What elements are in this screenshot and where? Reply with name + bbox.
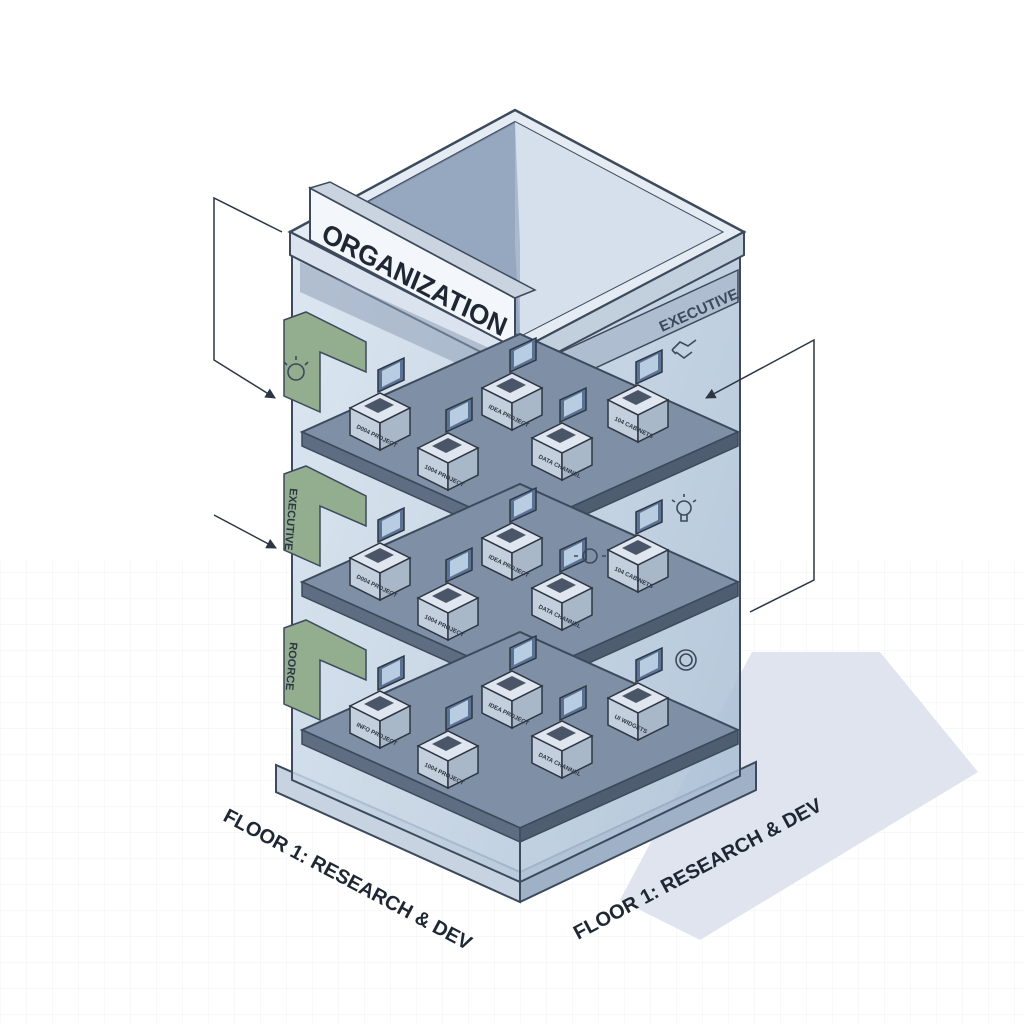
keyboard-icon	[496, 378, 526, 393]
handshake-icon	[671, 339, 697, 359]
right-icons	[283, 339, 697, 671]
workstation-desk: 104 CABINETS	[606, 348, 670, 444]
organization-sign: ORGANIZATION	[308, 181, 537, 350]
side-tabs: EXECUTIVE ROORCE	[282, 311, 367, 722]
workstation-desk: D004 PROJECT	[348, 356, 412, 452]
keyboard-icon	[622, 390, 652, 405]
keyboard-icon	[432, 736, 462, 751]
workstation-desk: 104 CABINETS	[606, 498, 670, 594]
lightbulb-icon	[671, 494, 697, 522]
keyboard-icon	[364, 696, 394, 711]
keyboard-icon	[496, 676, 526, 691]
callout-arrow-right	[705, 338, 815, 613]
side-tab: EXECUTIVE	[282, 465, 367, 568]
workstation-desk: IDEA PROJECT	[480, 336, 544, 432]
target-icon	[574, 548, 606, 564]
callout-arrow-top-left	[213, 196, 283, 399]
badge-icon	[283, 356, 309, 381]
keyboard-icon	[432, 438, 462, 453]
callout-arrow-mid-left	[213, 514, 277, 549]
side-tab-label: EXECUTIVE	[282, 488, 299, 551]
keyboard-icon	[432, 588, 462, 603]
side-tab: ROORCE	[283, 619, 367, 722]
side-tab-label: ROORCE	[283, 642, 299, 691]
keyboard-icon	[364, 398, 394, 413]
building-shadow	[620, 652, 978, 940]
workstation-desk: INFO PROJECT	[348, 654, 412, 750]
workstation-desk: UI WIDGETS	[606, 646, 670, 742]
keyboard-icon	[622, 688, 652, 703]
gear-icon	[675, 649, 697, 671]
workstation-desk: D004 PROJECT	[348, 506, 412, 602]
callout-arrows	[213, 196, 815, 613]
keyboard-icon	[546, 726, 576, 741]
workstation-desk: DATA CHANNEL	[530, 684, 594, 780]
keyboard-icon	[546, 428, 576, 443]
workstation-desk: 1004 PROJECT	[416, 546, 480, 642]
keyboard-icon	[546, 578, 576, 593]
floor-slab-edge	[519, 728, 739, 844]
workstation-desk: IDEA PROJECT	[480, 486, 544, 582]
keyboard-icon	[622, 540, 652, 555]
side-tab	[283, 311, 367, 414]
keyboard-icon	[364, 548, 394, 563]
keyboard-icon	[496, 528, 526, 543]
workstation-desk: IDEA PROJECT	[480, 634, 544, 730]
